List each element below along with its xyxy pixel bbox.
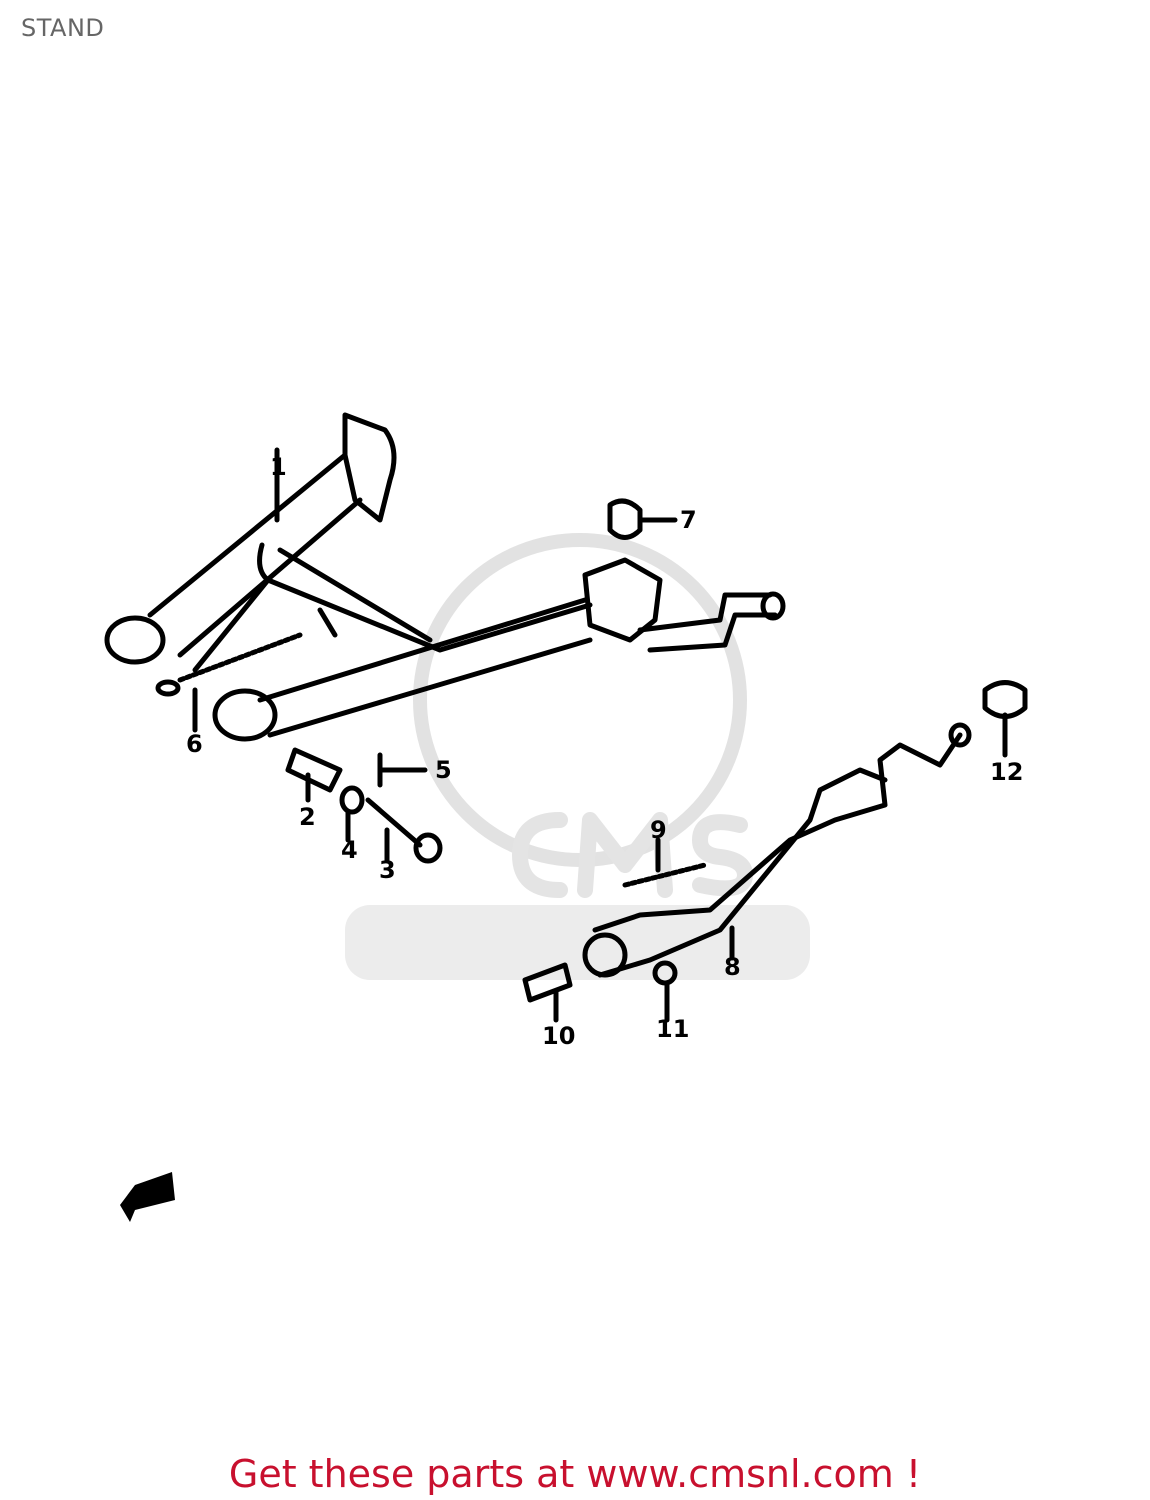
callout-4: 4 [341,836,358,864]
center-stand-part [104,412,786,742]
nut-part [652,960,678,986]
stopper-part [982,680,1028,719]
callout-8: 8 [724,953,741,981]
side-spring-part [622,862,708,888]
pin-part [285,747,343,793]
callout-11: 11 [656,1015,689,1043]
callout-1: 1 [270,453,287,481]
footer-link[interactable]: Get these parts at www.cmsnl.com ! [228,1452,922,1496]
spring-hook [155,679,181,697]
side-bolt-part [522,962,573,1003]
callout-3: 3 [379,856,396,884]
cotter-pin-part [377,752,428,788]
callout-7: 7 [680,506,697,534]
washer-part [339,785,365,815]
diagram-title: STAND [21,14,105,42]
bolt-part [365,797,423,848]
callout-2: 2 [299,803,316,831]
side-stand-part [582,722,972,978]
cap-part [607,498,678,540]
bolt-head [413,832,443,864]
callout-10: 10 [542,1022,575,1050]
callout-12: 12 [990,758,1023,786]
callout-5: 5 [435,756,452,784]
callout-9: 9 [650,816,667,844]
spring-part [177,632,303,683]
cms-watermark [345,533,810,980]
callout-6: 6 [186,730,203,758]
front-arrow-icon [120,1172,175,1222]
